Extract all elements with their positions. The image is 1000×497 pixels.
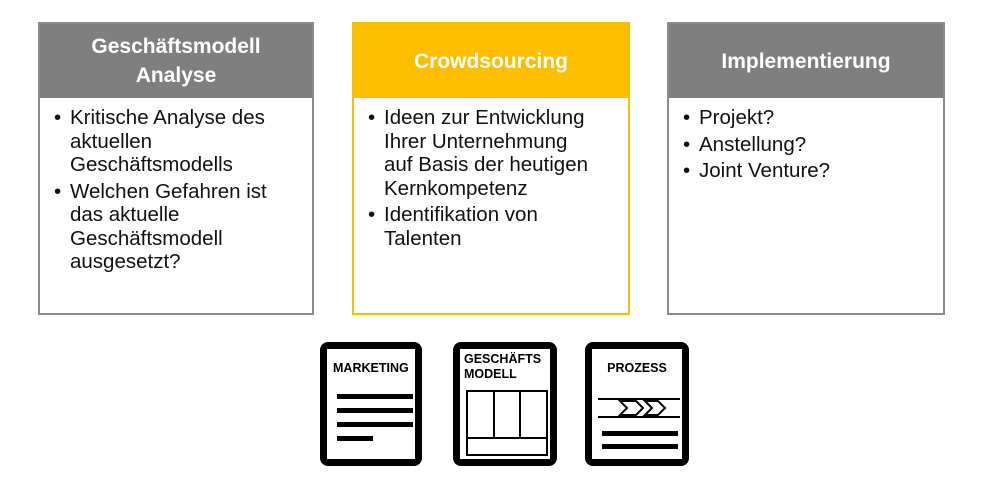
- text-line: [337, 436, 373, 441]
- bullet-text: Kritische Analyse des aktuellen Geschäft…: [70, 106, 265, 176]
- card-body: • Ideen zur Entwicklung Ihrer Unternehmu…: [354, 98, 628, 250]
- text-line: [337, 394, 413, 399]
- bullet-dot: •: [54, 179, 62, 203]
- bullet-text: Projekt?: [699, 106, 775, 129]
- bullet-item: • Welchen Gefahren ist das aktuelle Gesc…: [54, 180, 302, 274]
- bullet-dot: •: [54, 106, 62, 129]
- bullet-text: Welchen Gefahren ist das aktuelle Geschä…: [70, 179, 267, 274]
- card-geschaeftsmodell-analyse: Geschäftsmodell Analyse • Kritische Anal…: [38, 22, 314, 315]
- card-header: Crowdsourcing: [354, 24, 628, 98]
- bullet-text: Ideen zur Entwicklung Ihrer Unternehmung…: [384, 106, 588, 200]
- card-title: Crowdsourcing: [413, 49, 568, 73]
- bullet-dot: •: [683, 159, 691, 182]
- bullet-text: Identifikation von Talenten: [384, 203, 538, 250]
- document-text-icon: MARKETING: [320, 342, 422, 466]
- bullet-item: • Identifikation von Talenten: [368, 203, 618, 250]
- bullet-item: • Joint Venture?: [683, 159, 933, 183]
- bullet-dot: •: [683, 132, 691, 156]
- document-page: GESCHÄFTS MODELL: [460, 349, 550, 459]
- bullet-item: • Anstellung?: [683, 133, 933, 157]
- bullet-item: • Projekt?: [683, 106, 933, 130]
- bullet-dot: •: [683, 106, 691, 129]
- document-label: PROZESS: [607, 361, 667, 375]
- card-implementierung: Implementierung • Projekt? • Anstellung?…: [667, 22, 945, 315]
- document-label: MARKETING: [333, 361, 409, 375]
- text-line: [602, 431, 678, 436]
- bullet-dot: •: [368, 106, 376, 129]
- card-title: Geschäftsmodell Analyse: [91, 35, 261, 87]
- document-page: PROZESS: [592, 349, 682, 459]
- document-process-icon: PROZESS: [585, 342, 689, 466]
- text-line: [337, 422, 413, 427]
- card-body: • Projekt? • Anstellung? • Joint Venture…: [669, 98, 943, 183]
- card-header: Geschäftsmodell Analyse: [40, 24, 312, 98]
- card-header: Implementierung: [669, 24, 943, 98]
- card-title: Implementierung: [721, 49, 891, 73]
- bullet-item: • Kritische Analyse des aktuellen Geschä…: [54, 106, 302, 177]
- bullet-text: Joint Venture?: [699, 159, 831, 182]
- text-line: [602, 444, 678, 449]
- bullet-text: Anstellung?: [699, 132, 807, 156]
- card-body: • Kritische Analyse des aktuellen Geschä…: [40, 98, 312, 274]
- document-page: MARKETING: [327, 349, 415, 459]
- text-line: [337, 408, 413, 413]
- card-crowdsourcing: Crowdsourcing • Ideen zur Entwicklung Ih…: [352, 22, 630, 315]
- document-label: GESCHÄFTS MODELL: [464, 352, 542, 381]
- document-table-icon: GESCHÄFTS MODELL: [453, 342, 557, 466]
- table-grid-icon: [466, 390, 548, 456]
- bullet-item: • Ideen zur Entwicklung Ihrer Unternehmu…: [368, 106, 618, 200]
- bullet-dot: •: [368, 203, 376, 226]
- process-arrows-icon: [598, 398, 680, 418]
